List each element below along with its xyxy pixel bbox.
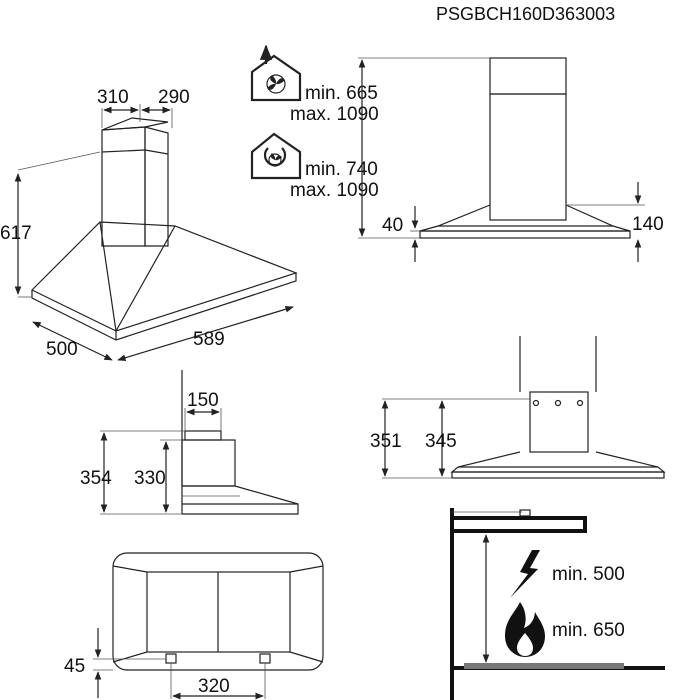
- dim-chimney-depth: 290: [158, 87, 190, 108]
- dim-canopy-height: 140: [632, 214, 664, 235]
- perspective-view: 617 310 290 500 589: [0, 87, 298, 362]
- dim-hood-width: 589: [193, 329, 225, 350]
- dim-mount-spacing: 320: [198, 676, 230, 697]
- clearance-view: [450, 508, 665, 700]
- lightning-icon: [510, 550, 540, 598]
- dim-rear-height-outer: 351: [370, 431, 402, 452]
- dim-side-height-outer: 354: [80, 468, 112, 489]
- dim-rear-height-inner: 345: [425, 431, 457, 452]
- dim-canopy-edge: 40: [382, 215, 403, 236]
- dim-total-height: 617: [0, 223, 32, 244]
- dim-outlet-width: 150: [187, 390, 219, 411]
- rear-view: 351 345: [370, 336, 666, 479]
- product-code: PSGBCH160D363003: [436, 4, 615, 24]
- extraction-min: min. 665: [305, 83, 378, 104]
- dim-mount-offset: 45: [64, 656, 85, 677]
- house-recirculation-icon: [250, 132, 302, 180]
- dim-hood-depth: 500: [46, 339, 78, 360]
- extraction-max: max. 1090: [290, 104, 379, 125]
- flame-icon: [505, 602, 545, 657]
- top-view: 45 320: [64, 552, 324, 700]
- house-extraction-icon: [250, 44, 302, 102]
- clearance-electric: min. 500: [552, 564, 625, 585]
- dim-side-height-inner: 330: [134, 468, 166, 489]
- dim-chimney-width: 310: [97, 87, 129, 108]
- recirculation-min: min. 740: [305, 159, 378, 180]
- side-view: 150 354 330: [80, 370, 299, 515]
- front-view: 40 140: [358, 57, 664, 262]
- recirculation-max: max. 1090: [290, 180, 379, 201]
- clearance-gas: min. 650: [552, 620, 625, 641]
